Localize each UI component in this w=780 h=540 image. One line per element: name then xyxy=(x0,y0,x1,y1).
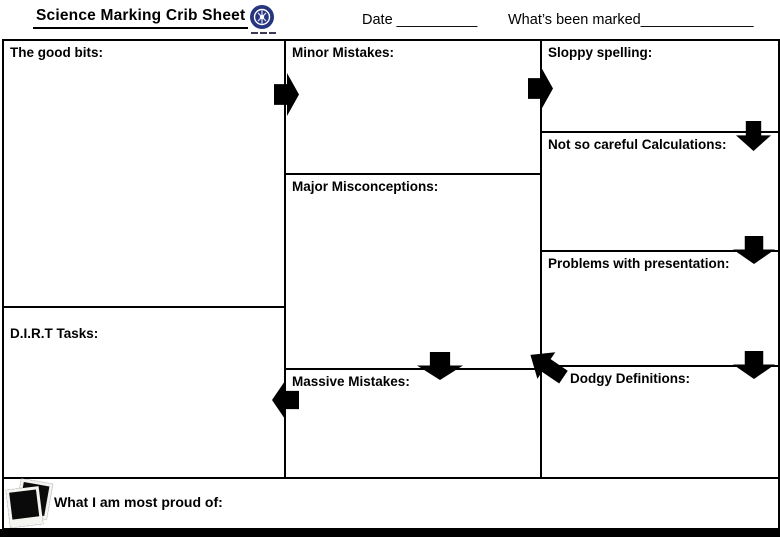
good-bits-label: The good bits: xyxy=(10,45,103,60)
calculations-label: Not so careful Calculations: xyxy=(548,137,727,152)
proud-of-box: What I am most proud of: xyxy=(2,477,780,530)
date-field-label: Date __________ xyxy=(362,12,478,28)
page-title: Science Marking Crib Sheet xyxy=(33,7,249,29)
sloppy-spelling-box: Sloppy spelling: xyxy=(540,39,780,133)
major-misconceptions-label: Major Misconceptions: xyxy=(292,179,439,194)
good-bits-box: The good bits: xyxy=(2,39,286,308)
minor-mistakes-label: Minor Mistakes: xyxy=(292,45,395,60)
dirt-tasks-box: D.I.R.T Tasks: xyxy=(2,306,286,479)
school-crest-motto-marks xyxy=(251,32,276,34)
photo-front-frame xyxy=(5,486,44,528)
photo-stack-icon xyxy=(5,478,53,530)
presentation-box: Problems with presentation: xyxy=(540,250,780,367)
proud-of-label: What I am most proud of: xyxy=(54,494,223,510)
school-crest-icon xyxy=(249,4,275,30)
massive-mistakes-label: Massive Mistakes: xyxy=(292,374,410,389)
dodgy-definitions-box: Dodgy Definitions: xyxy=(540,365,780,479)
bottom-border-bar xyxy=(0,529,780,537)
massive-mistakes-box: Massive Mistakes: xyxy=(284,368,542,479)
whats-been-marked-field-label: What’s been marked______________ xyxy=(508,12,754,28)
minor-mistakes-box: Minor Mistakes: xyxy=(284,39,542,175)
dirt-tasks-label: D.I.R.T Tasks: xyxy=(10,326,99,341)
dodgy-definitions-label: Dodgy Definitions: xyxy=(570,371,690,386)
major-misconceptions-box: Major Misconceptions: xyxy=(284,173,542,370)
presentation-label: Problems with presentation: xyxy=(548,256,730,271)
sloppy-spelling-label: Sloppy spelling: xyxy=(548,45,653,60)
calculations-box: Not so careful Calculations: xyxy=(540,131,780,252)
